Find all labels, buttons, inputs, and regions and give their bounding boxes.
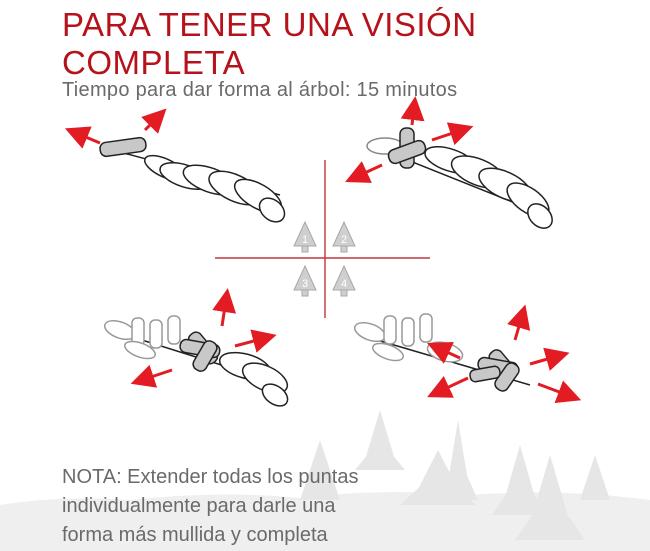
step-number-4: 4 xyxy=(341,278,347,290)
arrows-step-4 xyxy=(427,304,582,404)
note-text: NOTA: Extender todas los puntas individu… xyxy=(62,466,359,546)
assembly-time-subtitle: Tiempo para dar forma al árbol: 15 minut… xyxy=(62,79,458,101)
step-number-1: 1 xyxy=(302,234,308,246)
page-title: PARA TENER UNA VISIÓN COMPLETA xyxy=(62,6,477,82)
branch-step-2 xyxy=(366,127,553,229)
background-trees xyxy=(0,410,650,551)
branch-step-3 xyxy=(103,315,289,407)
title-line-1: PARA TENER UNA VISIÓN xyxy=(62,6,477,43)
step-number-3: 3 xyxy=(302,278,308,290)
step-icon-1 xyxy=(293,220,317,253)
step-icons xyxy=(293,220,356,297)
arrows-step-2 xyxy=(345,96,474,183)
arrows-step-1 xyxy=(64,108,167,149)
branch-step-1 xyxy=(99,136,286,223)
quadrant-divider xyxy=(215,160,430,318)
step-number-2: 2 xyxy=(341,234,347,246)
branch-step-4 xyxy=(353,313,531,392)
step-icon-4 xyxy=(332,264,356,297)
title-line-2: COMPLETA xyxy=(62,44,246,81)
arrows-step-3 xyxy=(130,288,277,388)
step-icon-2 xyxy=(332,220,356,253)
step-icon-3 xyxy=(293,264,317,297)
